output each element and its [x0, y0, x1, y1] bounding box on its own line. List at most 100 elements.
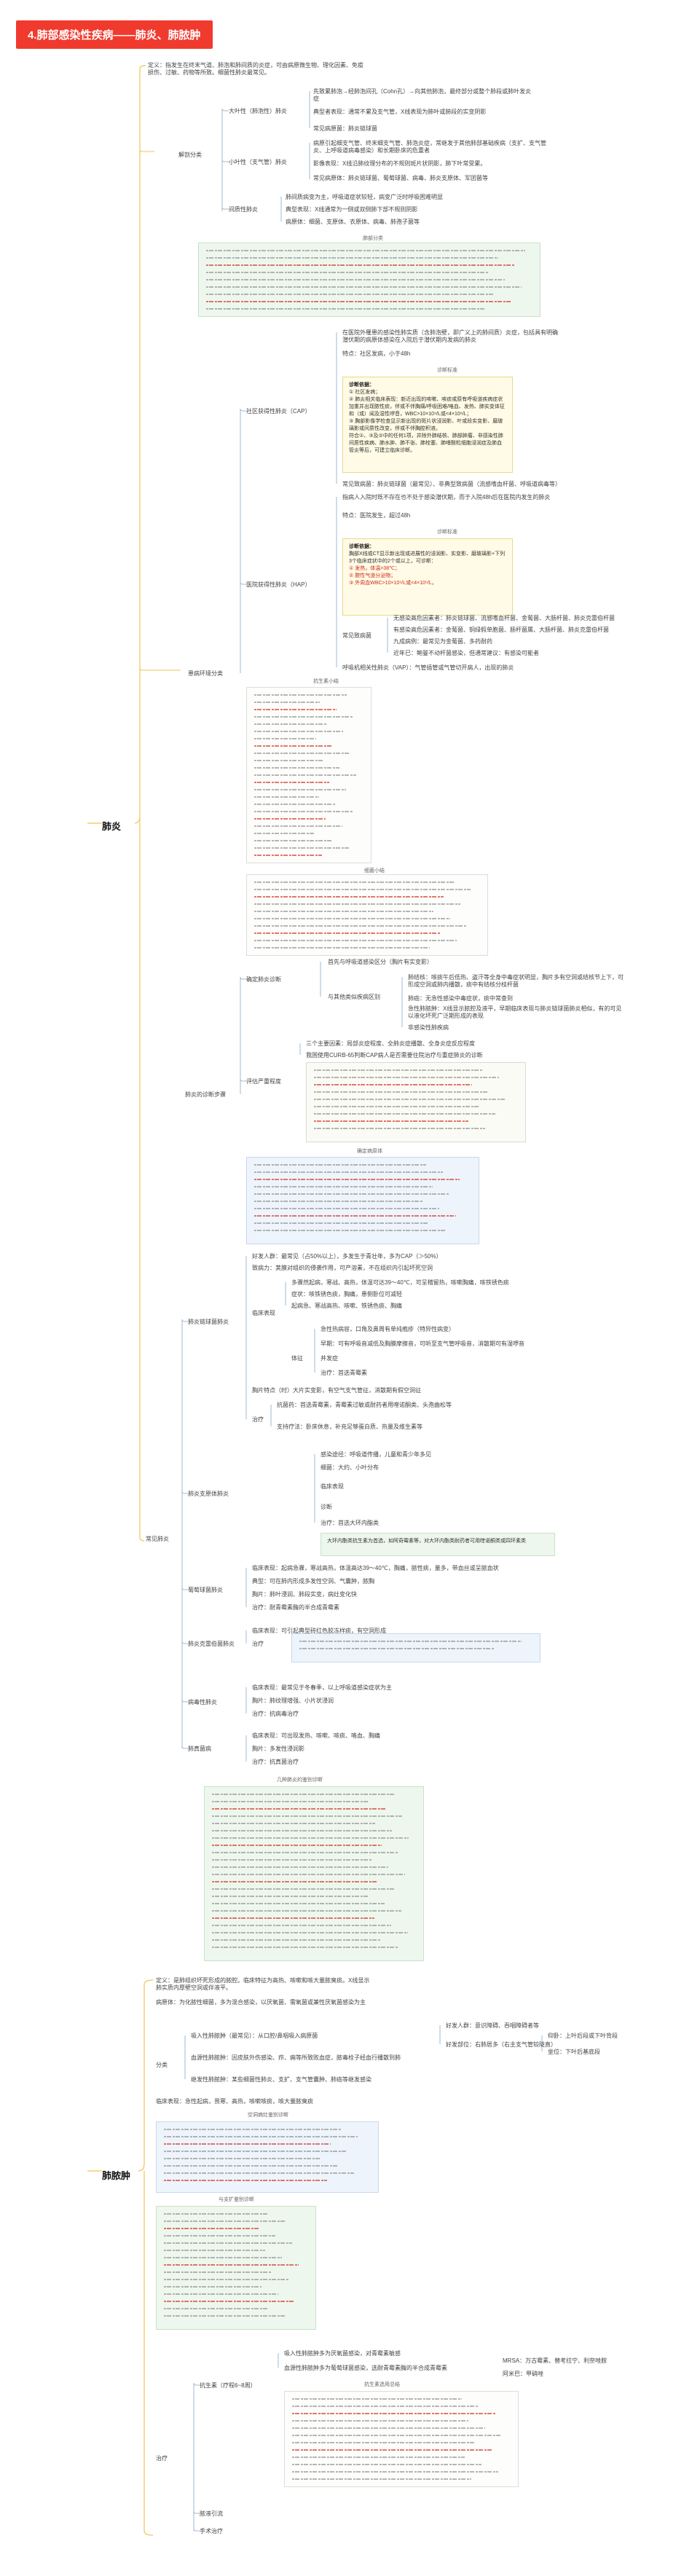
anatomy-note-image	[198, 243, 540, 317]
pneumonia-node[interactable]: 肺炎	[102, 821, 122, 832]
connector	[193, 2458, 200, 2532]
cap-node[interactable]: 社区获得性肺炎（CAP）	[246, 408, 311, 415]
lobar-node[interactable]: 大叶性（肺泡性）肺炎	[229, 108, 287, 114]
fungal-node[interactable]: 肺真菌病	[188, 1746, 211, 1752]
hap-pathogen-item-1: 无感染高危因素者：肺炎链球菌、流感嗜血杆菌、金葡菌、大肠杆菌、肺炎克雷伯杆菌	[393, 615, 615, 621]
anatomy-note-caption: 肺部分类	[363, 236, 383, 241]
connector	[143, 2171, 154, 2536]
connector	[139, 823, 145, 1542]
strep-sign-item-2: 早期：可有呼吸音减低及胸膜摩擦音，可听至支气管呼吸音，消散期可有湿啰音	[321, 1340, 524, 1347]
note-scribble	[206, 250, 525, 310]
amoeba-item: 阿米巴：甲硝唑	[503, 2371, 543, 2377]
strep-treat-node[interactable]: 治疗	[252, 1416, 264, 1423]
cap-box-line-3: ③ 胸部影像学检查显示新出现的斑片状浸润影、叶或段实变影、磨玻璃影或间质性改变，…	[349, 419, 503, 431]
diff-table-image	[204, 1786, 424, 1961]
lobular-item-1: 病原引起细支气管、终末细支气管、肺泡炎症，常继发于其他肺部基础疾病（支扩、支气管…	[313, 140, 546, 154]
antibiotic-note-caption: 抗生素选用总结	[364, 2382, 400, 2387]
cap-box-line-4: 符合①、③及②中的任何1项，并除外肺结核、肺部肿瘤、非感染性肺间质性疾病、肺水肿…	[349, 433, 503, 453]
pathogen-table-image	[246, 1157, 479, 1244]
klebsiella-item-1: 临床表现：可引起典型砖红色胶冻样痰，有空洞形成	[252, 1627, 386, 1634]
vap-node[interactable]: 呼吸机相关性肺炎（VAP）：气管插管或气管切开病人，出现的肺炎	[342, 664, 514, 671]
klebsiella-note-box	[291, 1633, 540, 1662]
strep-xray: 胸片特点（时）大片实变影，有空气支气管征，消散期有假空洞征	[252, 1387, 421, 1394]
mycoplasma-item-3[interactable]: 临床表现	[321, 1483, 344, 1490]
mycoplasma-node[interactable]: 肺炎支原体肺炎	[188, 1491, 229, 1497]
page-title: 4.肺部感染性疾病——肺炎、肺脓肿	[16, 20, 213, 49]
bronchiectasis-diff-caption: 与支扩鉴别诊断	[219, 2197, 254, 2202]
cap-criteria-caption: 诊断标准	[437, 368, 457, 373]
viral-item-3: 治疗：抗病毒治疗	[252, 1711, 299, 1717]
fungal-item-3: 治疗：抗真菌治疗	[252, 1759, 299, 1765]
assess-severity-node[interactable]: 评估严重程度	[246, 1078, 281, 1085]
environment-class-node[interactable]: 患病环境分类	[188, 670, 223, 677]
strep-clinical-item-2: 症状：咳铁锈色痰，胸痛，患侧卧位可减轻	[291, 1291, 402, 1297]
antibiotic-node[interactable]: 抗生素（疗程6~8周）	[200, 2382, 256, 2389]
connector	[240, 408, 246, 673]
antibiotic-note-scribble	[292, 2398, 502, 2480]
connector	[240, 1078, 246, 1094]
cavity-diff-grid	[164, 2129, 358, 2181]
anatomy-class-node[interactable]: 解剖分类	[178, 152, 202, 158]
aspiration-sub-2: 坐位：下叶后基底段	[548, 2049, 600, 2055]
strep-sign-item-3: 并发症	[321, 1355, 338, 1362]
antibiotic-summary-image	[246, 687, 371, 863]
antibiotic-item-2: 血源性肺脓肿多为葡萄球菌感染，选耐青霉素酶的半合成青霉素	[284, 2365, 447, 2371]
staph-item-1: 临床表现：起病急骤，寒战高热，体温高达39～40℃，胸痛，脓性痰，量多，带血丝或…	[252, 1565, 499, 1571]
abscess-class-node[interactable]: 分类	[156, 2062, 168, 2068]
abscess-class-item-1[interactable]: 吸入性肺脓肿（最常见）：从口腔/鼻咽吸入病原菌	[191, 2033, 318, 2039]
strep-sign-node[interactable]: 体征	[291, 1355, 303, 1362]
hap-pathogen-item-2: 有感染高危因素者：金葡菌、铜绿假单胞菌、肠杆菌属、大肠杆菌、肺炎克雷伯杆菌	[393, 627, 609, 633]
lobar-item-3: 常见病原菌：肺炎链球菌	[313, 125, 377, 132]
confirm-item-1: 首先与呼吸道感染区分（胸片有实变影）	[328, 959, 433, 965]
strep-sign-item-1: 急性热病容，口角及鼻周有单纯疱疹（特异性病变）	[321, 1326, 455, 1332]
hap-criteria-box: 诊断依据： 胸部X线或CT显示新出现或进展性的浸润影、实变影、磨玻璃影+下列3个…	[342, 538, 513, 616]
mycoplasma-item-2: 细菌：大约、小叶分布	[321, 1464, 379, 1471]
bronchiectasis-diff-grid	[164, 2213, 299, 2317]
cap-pathogen: 常见致病菌：肺炎链球菌（最常见）、非典型致病菌（流感嗜血杆菌、呼吸道病毒等）	[342, 481, 561, 487]
viral-item-1: 临床表现：最常见于冬春季，以上呼吸道感染症状为主	[252, 1684, 392, 1691]
hap-criteria-caption: 诊断标准	[437, 530, 457, 535]
handnote-scribble-2	[254, 881, 471, 949]
connector	[181, 1491, 188, 1539]
diagnosis-steps-node[interactable]: 肺炎的诊断步骤	[185, 1091, 226, 1098]
viral-pneumonia-node[interactable]: 病毒性肺炎	[188, 1699, 217, 1705]
interstitial-item-1: 肺间质病变为主，呼吸道症状较轻，病变广泛时呼吸困难明显	[286, 194, 443, 200]
abscess-node[interactable]: 肺脓肿	[102, 2170, 131, 2181]
hap-box-line-0: 诊断依据：	[349, 544, 374, 549]
antibiotic-summary-caption: 抗生素小结	[313, 679, 339, 684]
confirm-diagnosis-node[interactable]: 确定肺炎诊断	[246, 976, 281, 983]
connector	[139, 149, 154, 823]
diff-item-4: 非感染性肺疾病	[408, 1024, 449, 1031]
hap-node[interactable]: 医院获得性肺炎（HAP）	[246, 581, 311, 588]
strep-pneumonia-node[interactable]: 肺炎链球菌肺炎	[188, 1319, 229, 1325]
lobar-item-1: 先致累肺泡→经肺泡间孔（Cohn孔）→向其他肺泡，最终部分或整个肺段或肺叶发炎症	[313, 88, 532, 102]
diff-item-3: 急性肺脓肿：X线显示脓腔及液平，早期临床表现与肺炎链球菌肺炎相似，有的可见以液化…	[408, 1005, 622, 1019]
interstitial-node[interactable]: 间质性肺炎	[229, 206, 258, 213]
cap-criteria-box: 诊断依据： ① 社区发病； ② 肺炎相关临床表现：新近出现的咳嗽、咳痰或原有呼吸…	[342, 377, 513, 473]
lobular-item-2: 影像表现：X线沿肺纹理分布的不规则斑片状阴影，肺下叶常受累。	[313, 160, 487, 167]
mycoplasma-item-4[interactable]: 诊断	[321, 1504, 332, 1510]
hap-pathogen-node[interactable]: 常见致病菌	[342, 632, 371, 639]
surgery-node[interactable]: 手术治疗	[200, 2528, 223, 2534]
mycoplasma-note-text: 大环内酯类抗生素为首选，如阿奇霉素等，对大环内酯类耐药者可用喹诺酮类或四环素类	[327, 1539, 526, 1544]
connector	[181, 1539, 188, 1703]
drainage-node[interactable]: 脓液引流	[200, 2510, 223, 2517]
strep-clinical-node[interactable]: 临床表现	[252, 1310, 275, 1316]
lobular-node[interactable]: 小叶性（支气管）肺炎	[229, 159, 287, 165]
aspiration-detail-2[interactable]: 好发部位：右肺居多（右主支气管较陡直）	[446, 2041, 557, 2048]
strep-sign-item-4: 治疗：首选青霉素	[321, 1370, 367, 1376]
connector	[181, 1539, 188, 1644]
hap-pathogen-item-4: 近年已：鲍曼不动杆菌感染，但通常建议：有感染可能者	[393, 650, 539, 656]
strep-treat-item-2: 支持疗法：卧床休息，补充足够蛋白质、热量及维生素等	[277, 1424, 422, 1430]
staph-pneumonia-node[interactable]: 葡萄球菌肺炎	[188, 1587, 223, 1593]
connector	[193, 2458, 200, 2514]
aspiration-sub-1: 仰卧：上叶后段或下叶背段	[548, 2033, 618, 2039]
klebsiella-node[interactable]: 肺炎克雷伯菌肺炎	[188, 1641, 235, 1647]
abscess-pathogen: 病原体：为化脓性细菌，多为混合感染，以厌氧菌、需氧菌或兼性厌氧菌感染为主	[156, 1999, 366, 2006]
hap-item-2: 特点：医院发生，超过48h	[342, 512, 411, 519]
connector	[221, 154, 229, 162]
mrsa-item: MRSA：万古霉素、替考拉宁、利奈唑胺	[503, 2357, 608, 2364]
abscess-treatment-node[interactable]: 治疗	[156, 2455, 168, 2462]
common-pneumonia-node[interactable]: 常见肺炎	[146, 1536, 169, 1542]
connector	[240, 976, 246, 1094]
